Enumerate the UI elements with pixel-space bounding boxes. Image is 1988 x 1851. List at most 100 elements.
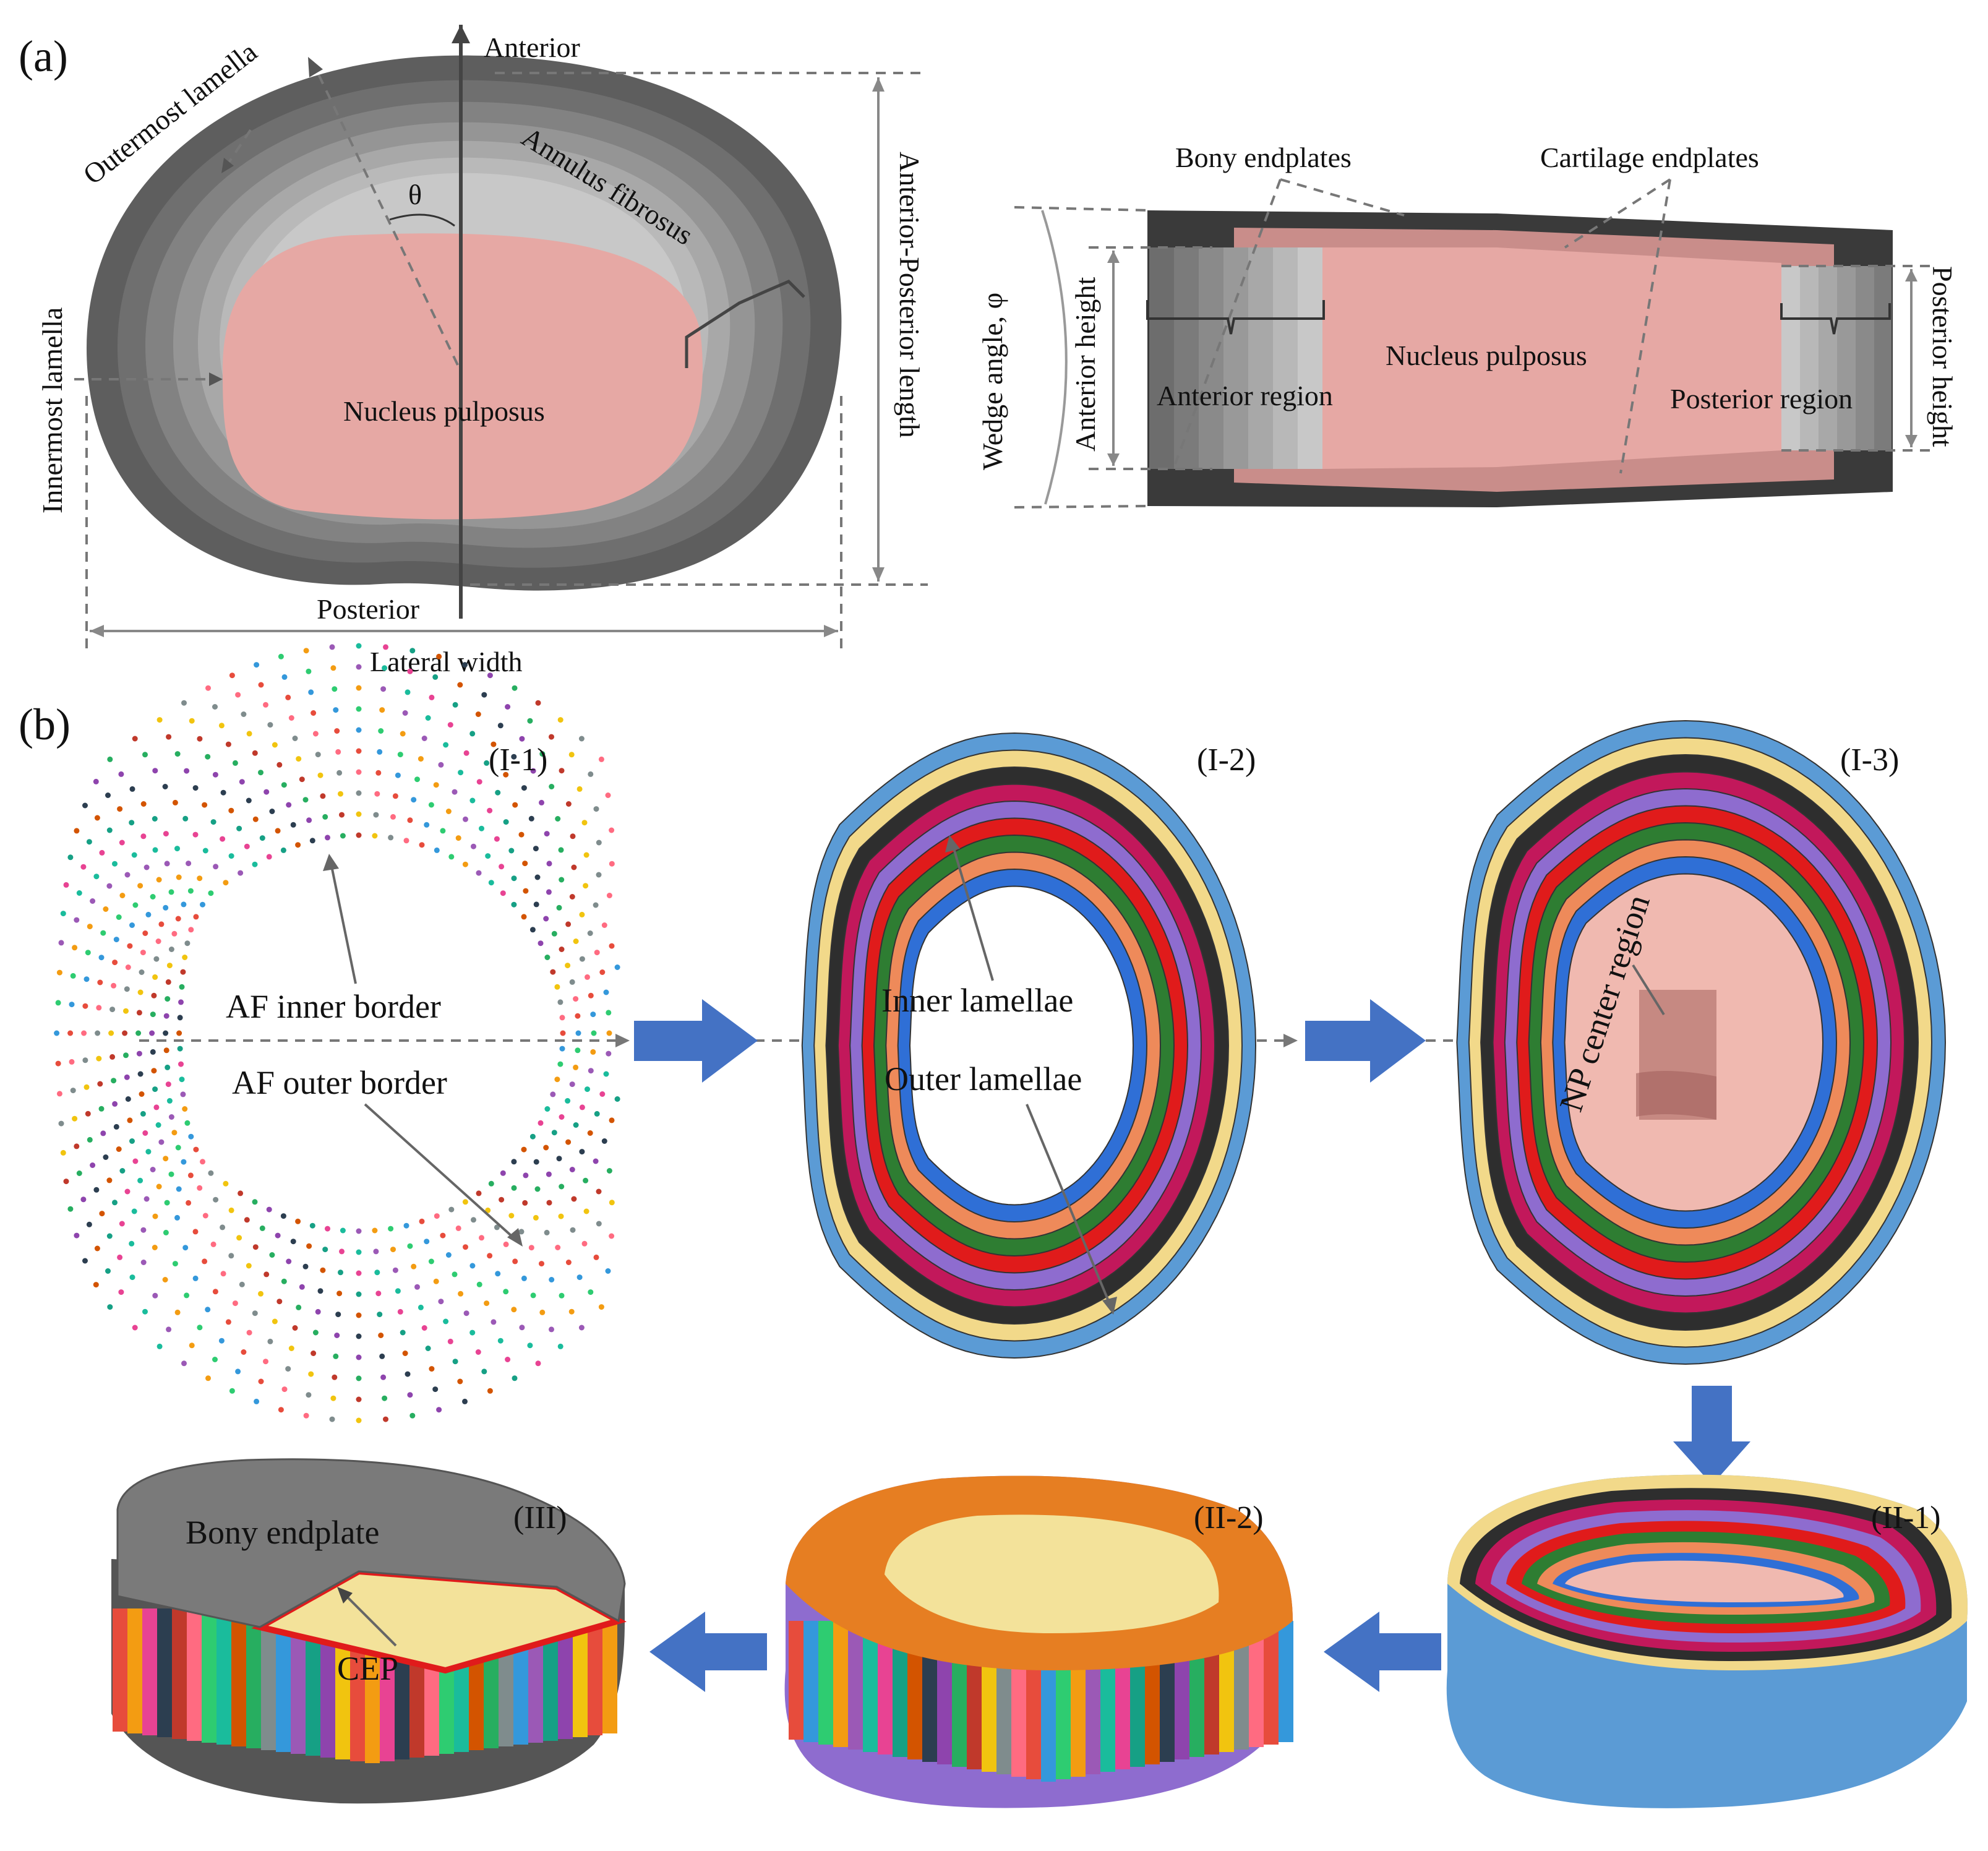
border-point [382, 665, 388, 671]
border-point [112, 1200, 118, 1206]
border-point [166, 1326, 172, 1333]
border-point [397, 752, 403, 758]
border-point [202, 1213, 208, 1219]
border-point [306, 817, 312, 823]
border-point [106, 883, 113, 889]
border-point [108, 1030, 114, 1036]
border-point [565, 963, 571, 969]
border-point [106, 1233, 113, 1239]
border-point [409, 648, 416, 654]
border-point [136, 1050, 142, 1057]
border-point [546, 889, 552, 895]
border-point [252, 861, 258, 867]
border-point [573, 1064, 579, 1070]
border-point [163, 831, 169, 837]
border-point [433, 782, 439, 788]
border-point [67, 1030, 74, 1036]
border-point [254, 662, 260, 668]
border-point [614, 964, 620, 970]
border-point [485, 853, 491, 859]
border-point [463, 750, 469, 756]
border-point [272, 1318, 278, 1325]
border-point [511, 1307, 517, 1313]
border-point [174, 846, 180, 852]
border-point [570, 1227, 576, 1233]
posterior-region-brace [1780, 303, 1891, 335]
border-point [565, 1097, 571, 1104]
border-point [184, 940, 191, 947]
border-point [258, 1291, 263, 1297]
label-inner-lamellae: Inner lamellae [881, 982, 1073, 1019]
border-point [259, 835, 265, 841]
border-point [403, 838, 409, 844]
border-point [609, 943, 615, 949]
border-point [163, 1030, 169, 1036]
wall-segment [202, 1608, 216, 1743]
border-point [512, 1375, 518, 1381]
border-point [158, 921, 165, 927]
border-point [418, 1304, 424, 1310]
border-point [476, 1281, 482, 1287]
border-point [379, 1353, 385, 1359]
wall-segment [818, 1621, 833, 1745]
border-point [495, 789, 501, 796]
border-point [93, 1282, 99, 1288]
border-point [106, 827, 113, 833]
border-point [276, 1299, 283, 1305]
border-point [156, 1343, 163, 1349]
border-point [491, 741, 497, 747]
label-bony-endplates: Bony endplates [1175, 142, 1352, 173]
border-point [317, 772, 323, 778]
border-point [530, 1292, 536, 1299]
border-point [149, 1030, 155, 1036]
border-point [407, 1243, 413, 1249]
border-point [569, 1081, 575, 1088]
border-point [457, 1378, 463, 1385]
border-point [142, 930, 148, 936]
extruded-disc-iii [111, 1458, 627, 1804]
outer-lamellae-pointer [1026, 1104, 1112, 1306]
border-point [281, 782, 287, 788]
border-point [280, 847, 286, 853]
border-point [421, 1325, 427, 1331]
border-point [280, 1213, 286, 1219]
theta-radius-line [314, 67, 459, 366]
border-point [356, 1270, 362, 1276]
label-af-inner-border: AF inner border [226, 988, 441, 1025]
border-point [330, 1395, 336, 1401]
border-point [388, 1226, 394, 1232]
border-point [103, 1154, 109, 1160]
border-point [397, 1308, 403, 1315]
border-point [579, 1104, 585, 1110]
wall-segment [833, 1621, 848, 1747]
border-point [136, 1010, 142, 1016]
border-point [523, 888, 529, 894]
border-point [205, 754, 211, 760]
border-point [150, 1049, 156, 1055]
border-point [523, 1172, 529, 1179]
border-point [200, 901, 205, 908]
border-point [434, 1213, 440, 1219]
border-point [129, 1274, 135, 1281]
wall-segment [246, 1608, 261, 1748]
border-point [220, 1224, 226, 1230]
border-point [210, 1241, 216, 1247]
wall-segment [187, 1608, 202, 1741]
border-point [165, 996, 171, 1002]
border-point [508, 1213, 515, 1219]
border-point [378, 1333, 384, 1338]
border-point [93, 1187, 100, 1193]
border-point [554, 984, 560, 990]
border-point [275, 828, 281, 834]
border-point [550, 969, 556, 975]
border-point [315, 1308, 321, 1315]
border-point [471, 843, 476, 849]
border-point [137, 1071, 144, 1077]
border-point [522, 1200, 528, 1206]
border-point [315, 752, 321, 758]
border-point [181, 1159, 187, 1165]
nucleus-pulposus-sagittal [1322, 247, 1781, 469]
border-point [258, 1378, 264, 1385]
border-point [163, 1013, 169, 1019]
border-point [100, 1130, 106, 1136]
